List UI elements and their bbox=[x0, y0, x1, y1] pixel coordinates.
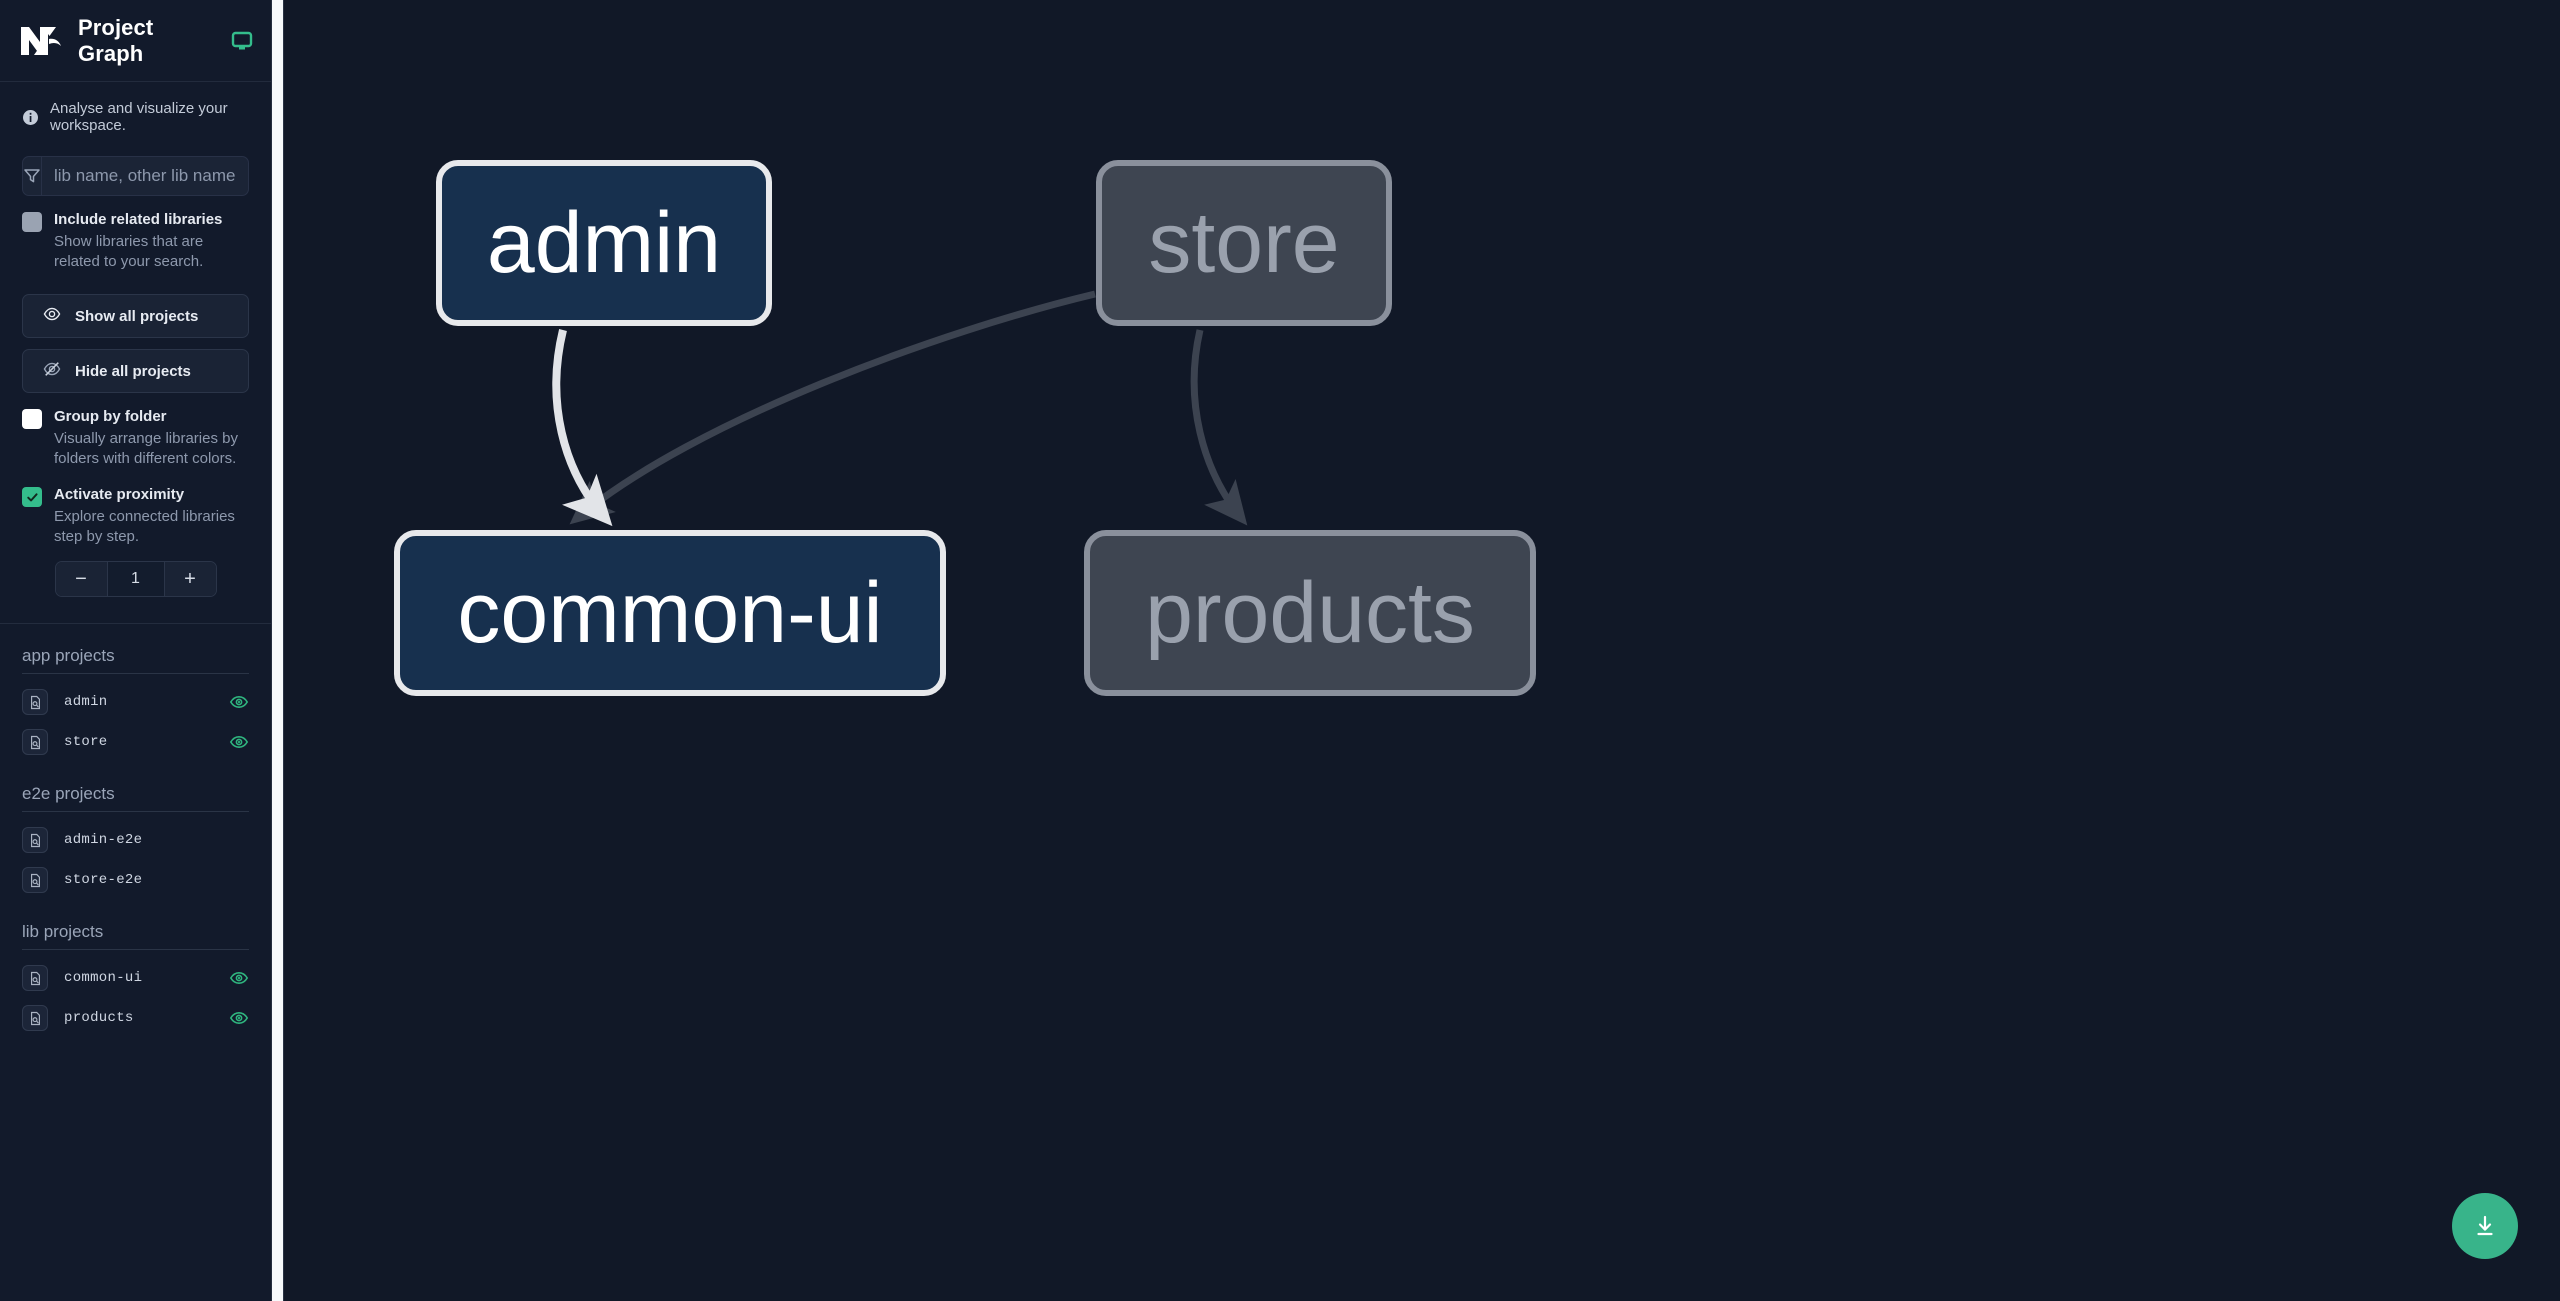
graph-node-admin[interactable]: admin bbox=[436, 160, 772, 326]
project-file-icon bbox=[22, 729, 48, 755]
edge-store-to-products bbox=[1190, 329, 1248, 526]
funnel-icon[interactable] bbox=[23, 157, 42, 195]
project-group: app projects admin store bbox=[22, 646, 249, 762]
search-section bbox=[0, 150, 271, 196]
graph-canvas[interactable]: admin store common-ui products bbox=[284, 0, 2560, 1301]
graph-node-store[interactable]: store bbox=[1096, 160, 1392, 326]
hide-all-projects-label: Hide all projects bbox=[75, 362, 191, 380]
proximity-stepper[interactable]: − 1 + bbox=[54, 561, 217, 597]
project-list-item-store-e2e[interactable]: store-e2e bbox=[22, 860, 249, 900]
project-list-item-admin-e2e[interactable]: admin-e2e bbox=[22, 820, 249, 860]
tagline-text: Analyse and visualize your workspace. bbox=[50, 100, 228, 134]
group-by-folder-checkbox[interactable] bbox=[22, 409, 42, 429]
visibility-buttons: Show all projects Hide all projects bbox=[0, 272, 271, 393]
project-list-item-products[interactable]: products bbox=[22, 998, 249, 1038]
graph-node-common-ui[interactable]: common-ui bbox=[394, 530, 946, 696]
include-related-checkbox[interactable] bbox=[22, 212, 42, 232]
project-item-label: common-ui bbox=[64, 970, 143, 986]
project-list-item-store[interactable]: store bbox=[22, 722, 249, 762]
project-item-label: store-e2e bbox=[64, 872, 143, 888]
sidebar-header: Project Graph bbox=[0, 0, 271, 82]
search-input[interactable] bbox=[42, 157, 248, 195]
project-item-label: admin bbox=[64, 694, 108, 710]
project-item-label: admin-e2e bbox=[64, 832, 143, 848]
edge-admin-to-common-ui bbox=[552, 329, 613, 527]
activate-proximity-description: Explore connected libraries step by step… bbox=[54, 508, 235, 545]
eye-icon bbox=[43, 305, 61, 327]
graph-node-products[interactable]: products bbox=[1084, 530, 1536, 696]
project-file-icon bbox=[22, 689, 48, 715]
project-group-title: e2e projects bbox=[22, 784, 249, 812]
proximity-increment-button[interactable]: + bbox=[163, 562, 216, 596]
edge-store-to-common-ui bbox=[569, 290, 1096, 525]
tagline: Analyse and visualize your workspace. bbox=[0, 82, 271, 150]
project-file-icon bbox=[22, 1005, 48, 1031]
project-group-title: app projects bbox=[22, 646, 249, 674]
graph-edges bbox=[552, 290, 1248, 527]
graph-node-label: products bbox=[1145, 565, 1475, 661]
page-title: Project Graph bbox=[78, 14, 154, 66]
group-by-folder-label: Group by folder bbox=[54, 408, 167, 425]
sidebar-divider bbox=[0, 623, 271, 624]
show-all-projects-button[interactable]: Show all projects bbox=[22, 294, 249, 338]
search-box[interactable] bbox=[22, 156, 249, 196]
option-group-by-folder[interactable]: Group by folder Visually arrange librari… bbox=[0, 393, 271, 469]
project-visibility-eye-icon[interactable] bbox=[229, 1008, 249, 1028]
checkmark-icon bbox=[26, 492, 38, 501]
project-groups: app projects admin store e2e projects ad… bbox=[0, 624, 271, 1060]
graph-node-label: admin bbox=[486, 195, 722, 291]
project-file-icon bbox=[22, 965, 48, 991]
download-icon bbox=[2477, 1215, 2493, 1236]
project-list-item-common-ui[interactable]: common-ui bbox=[22, 958, 249, 998]
project-visibility-eye-icon[interactable] bbox=[229, 692, 249, 712]
project-group: lib projects common-ui products bbox=[22, 922, 249, 1038]
graph-node-label: store bbox=[1148, 195, 1340, 291]
sidebar-scrollbar[interactable] bbox=[272, 0, 284, 1301]
project-file-icon bbox=[22, 867, 48, 893]
proximity-decrement-button[interactable]: − bbox=[55, 562, 108, 596]
project-item-label: store bbox=[64, 734, 108, 750]
activate-proximity-checkbox[interactable] bbox=[22, 487, 42, 507]
project-group-title: lib projects bbox=[22, 922, 249, 950]
sidebar: Project Graph Analyse and visualize your… bbox=[0, 0, 272, 1301]
show-all-projects-label: Show all projects bbox=[75, 307, 199, 325]
download-graph-button[interactable] bbox=[2452, 1193, 2518, 1259]
include-related-label: Include related libraries bbox=[54, 211, 223, 228]
project-item-label: products bbox=[64, 1010, 134, 1026]
project-list-item-admin[interactable]: admin bbox=[22, 682, 249, 722]
include-related-description: Show libraries that are related to your … bbox=[54, 233, 204, 270]
group-by-folder-description: Visually arrange libraries by folders wi… bbox=[54, 430, 238, 467]
project-visibility-eye-icon[interactable] bbox=[229, 732, 249, 752]
info-icon bbox=[22, 109, 39, 126]
nx-logo-icon bbox=[18, 21, 64, 61]
eye-off-icon bbox=[43, 360, 61, 382]
proximity-stepper-wrap: − 1 + bbox=[0, 547, 271, 597]
project-group: e2e projects admin-e2e store-e2e bbox=[22, 784, 249, 900]
activate-proximity-label: Activate proximity bbox=[54, 486, 185, 503]
project-visibility-eye-icon[interactable] bbox=[229, 968, 249, 988]
option-activate-proximity[interactable]: Activate proximity Explore connected lib… bbox=[0, 469, 271, 547]
hide-all-projects-button[interactable]: Hide all projects bbox=[22, 349, 249, 393]
monitor-icon[interactable] bbox=[231, 30, 253, 52]
proximity-value: 1 bbox=[107, 562, 164, 596]
graph-node-label: common-ui bbox=[457, 565, 883, 661]
option-include-related-libraries[interactable]: Include related libraries Show libraries… bbox=[0, 196, 271, 272]
project-file-icon bbox=[22, 827, 48, 853]
